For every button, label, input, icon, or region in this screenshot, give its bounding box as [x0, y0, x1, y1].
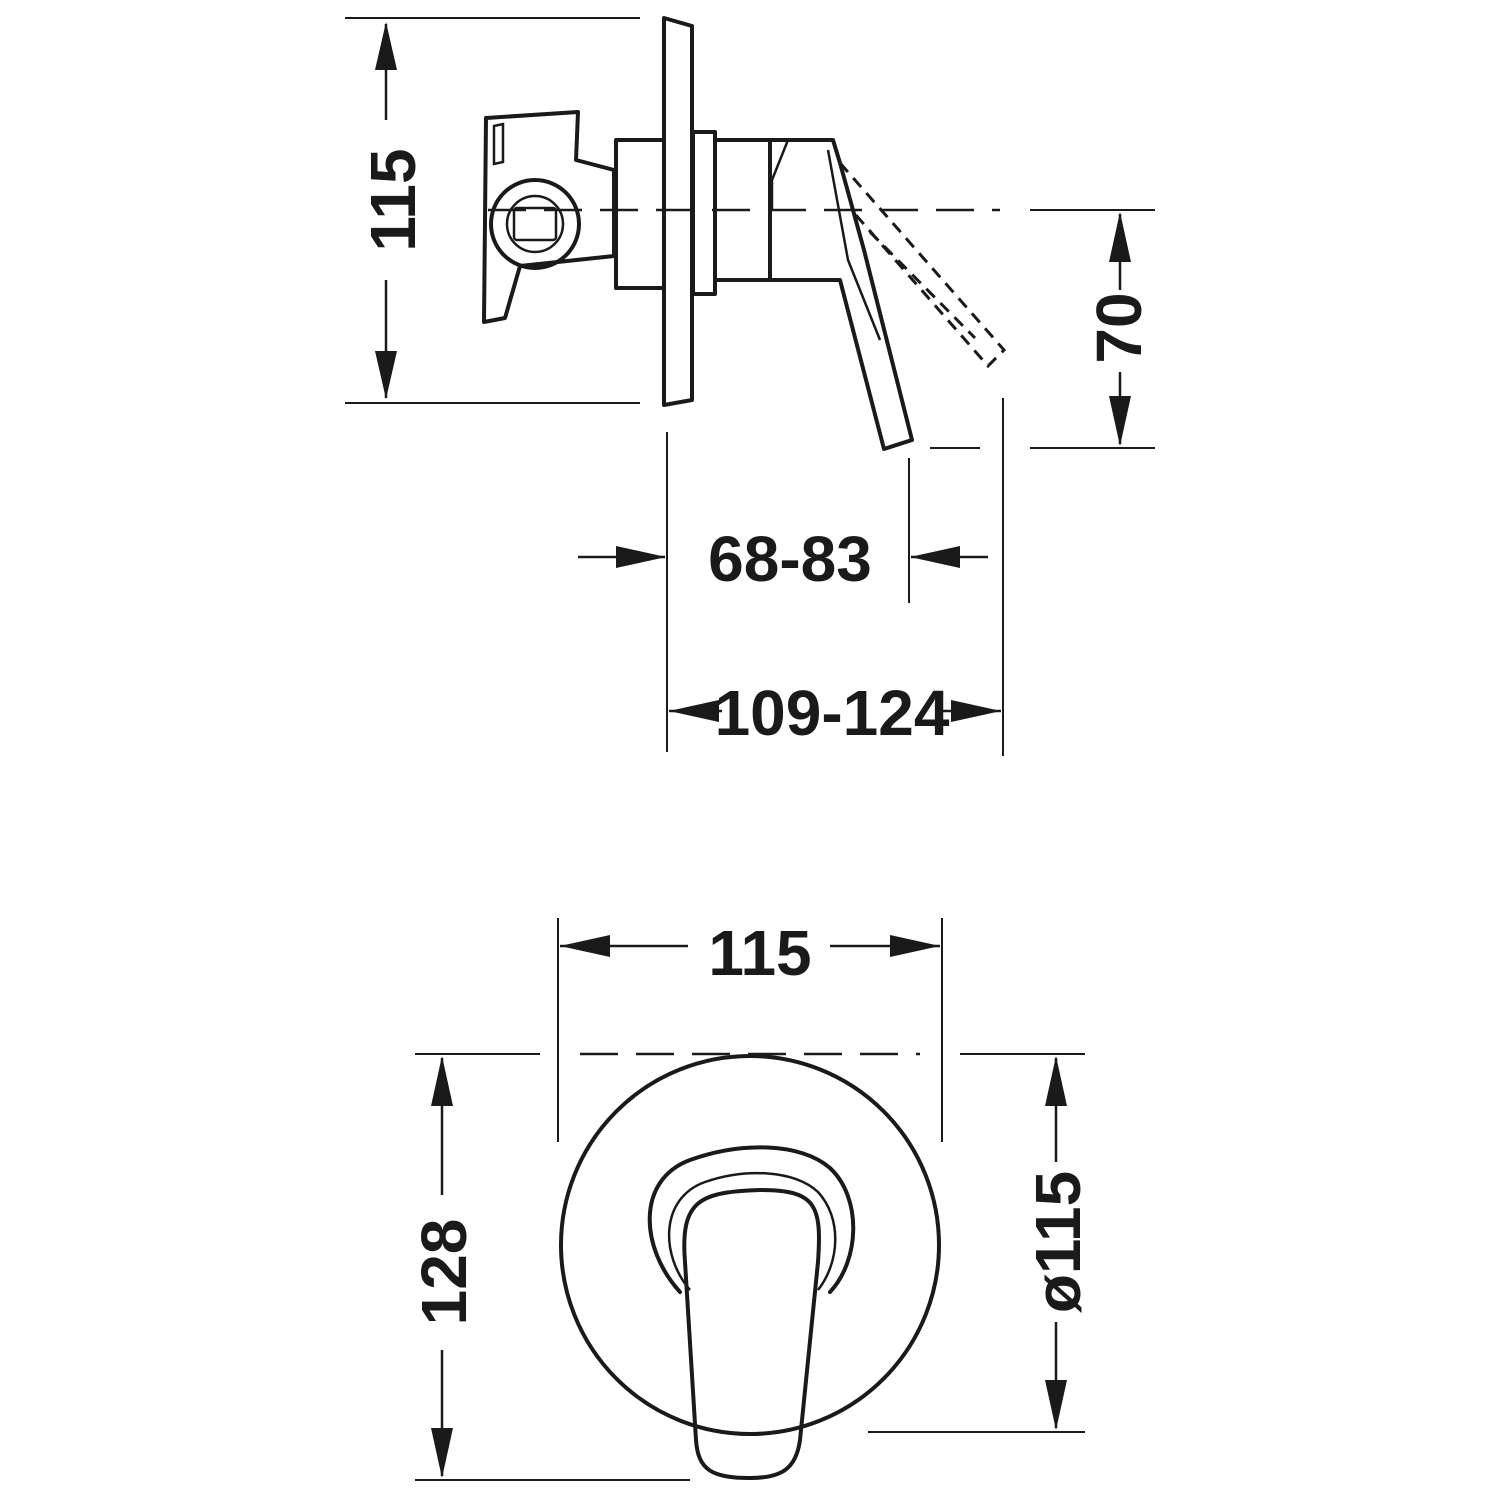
lever-handle-side: [768, 138, 914, 451]
lever-handle-front: [682, 1188, 821, 1480]
dim-width-front: [560, 935, 940, 957]
dim-height-side: [375, 22, 397, 399]
dim-label-128: 128: [408, 1219, 480, 1326]
escutcheon-plate-side: [662, 16, 694, 407]
handle-base-inner-ring: [667, 1171, 837, 1291]
dim-handle-drop: [1109, 212, 1131, 446]
escutcheon-plate-front: [559, 1054, 941, 1436]
dim-wall-adjust: [578, 546, 988, 568]
dim-diameter-front: [1045, 1056, 1067, 1430]
dim-height-front: [431, 1056, 453, 1478]
dim-label-68-83: 68-83: [708, 523, 872, 595]
dim-total-depth: [669, 700, 1001, 722]
mounting-bracket: [482, 110, 616, 324]
dim-label-115-front: 115: [708, 917, 811, 989]
side-view: 115 70 68-83 109-124: [345, 16, 1155, 756]
front-view: 115 128 ø115: [408, 917, 1094, 1481]
dim-label-109-124: 109-124: [715, 677, 950, 749]
lever-handle-alt-position: [838, 162, 1007, 369]
extension-lines-front: [415, 918, 1085, 1481]
extension-lines-side: [345, 17, 1155, 756]
handle-base-ring: [647, 1145, 856, 1294]
dim-label-115-side: 115: [357, 148, 429, 251]
dim-label-70: 70: [1083, 292, 1155, 363]
dim-label-diameter-115: ø115: [1022, 1171, 1094, 1313]
